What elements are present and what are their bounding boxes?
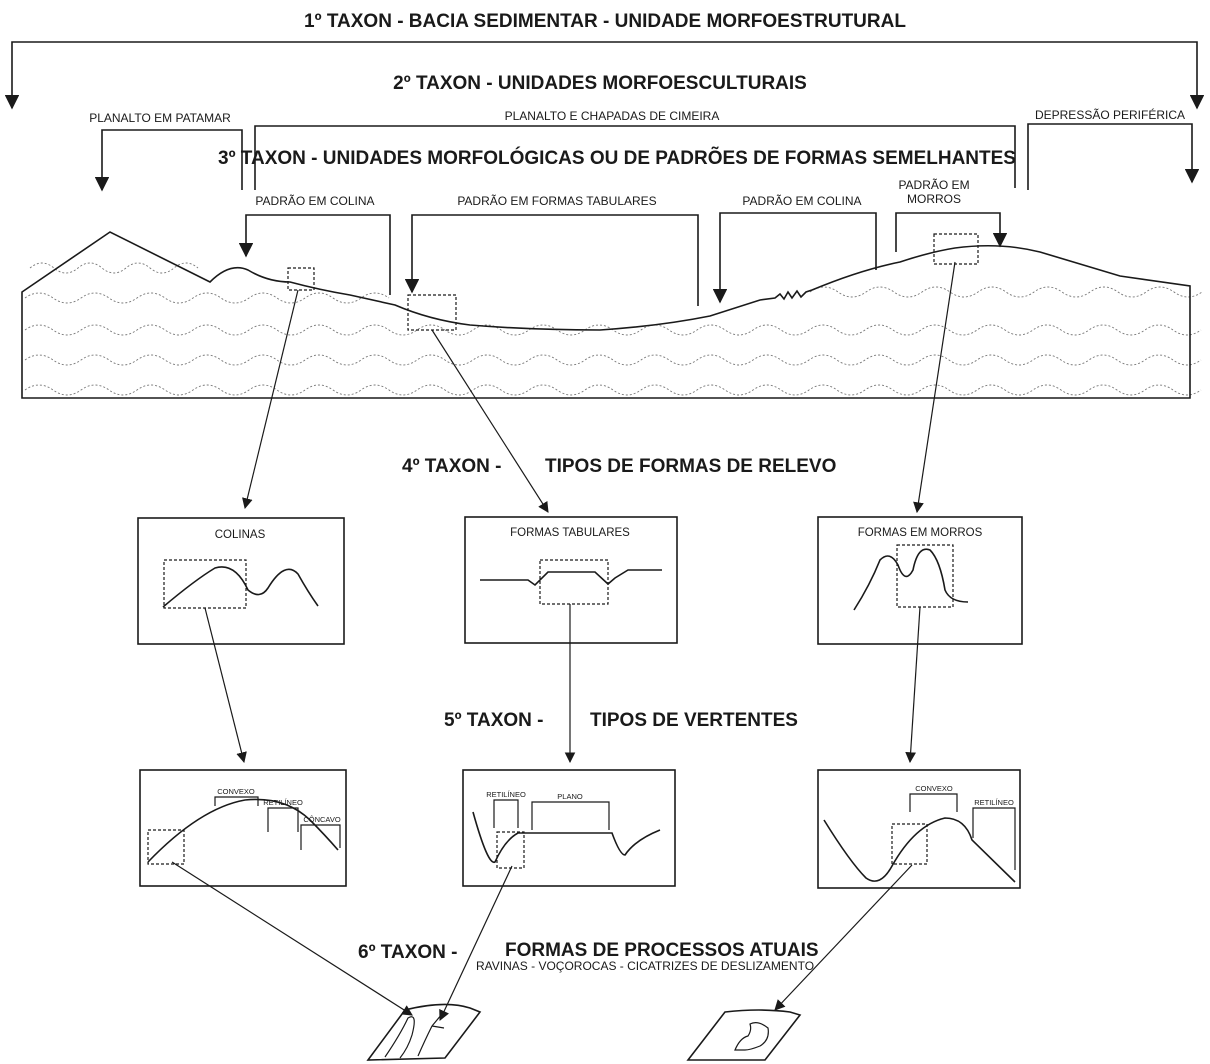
vertente-retilineo-right-label: RETILÍNEO <box>974 798 1014 807</box>
level4-box-colinas: COLINAS <box>137 517 345 645</box>
vertente-retilineo-mid-label: RETILÍNEO <box>486 790 526 799</box>
level5-box-morros: CONVEXO RETILÍNEO <box>817 769 1021 889</box>
box-colinas-title: COLINAS <box>215 529 266 541</box>
unit-depressao-periferica: DEPRESSÃO PERIFÉRICA <box>1035 107 1185 122</box>
pattern-tabulares: PADRÃO EM FORMAS TABULARES <box>457 194 656 208</box>
zoom-box-morros <box>933 233 979 265</box>
unit-planalto-cimeira: PLANALTO E CHAPADAS DE CIMEIRA <box>505 109 720 123</box>
connector-arrows-4-5 <box>204 604 921 764</box>
pattern-colina-1: PADRÃO EM COLINA <box>255 194 374 208</box>
taxon5-prefix: 5º TAXON - <box>444 710 543 731</box>
box-morros-title: FORMAS EM MORROS <box>858 527 983 539</box>
taxon4-prefix: 4º TAXON - <box>402 456 501 477</box>
zoom-box-colina <box>287 267 315 291</box>
taxon6-prefix: 6º TAXON - <box>358 942 457 963</box>
pattern-morros-line2: MORROS <box>907 192 961 206</box>
taxon1-bracket <box>4 41 1205 110</box>
vertente-convexo-right-label: CONVEXO <box>915 784 953 793</box>
unit-planalto-patamar: PLANALTO EM PATAMAR <box>89 111 231 125</box>
vertente-plano-label: PLANO <box>557 792 583 801</box>
level4-box-tabulares: FORMAS TABULARES <box>464 516 678 644</box>
taxon4-title: TIPOS DE FORMAS DE RELEVO <box>545 456 836 477</box>
level4-box-morros: FORMAS EM MORROS <box>817 516 1023 645</box>
taxon3-label: 3º TAXON - UNIDADES MORFOLÓGICAS OU DE P… <box>218 147 1016 169</box>
process-sketch-ravina <box>366 1003 482 1061</box>
taxon2-label: 2º TAXON - UNIDADES MORFOESCULTURAIS <box>393 73 807 94</box>
taxon3-brackets <box>238 212 1008 306</box>
cross-section <box>21 231 1203 399</box>
taxon6-title: FORMAS DE PROCESSOS ATUAIS <box>505 940 819 961</box>
process-sketch-cicatriz <box>686 1009 802 1061</box>
vertente-retilineo-label: RETILÍNEO <box>263 798 303 807</box>
taxon2-brackets <box>94 123 1200 192</box>
level5-box-tabulares: RETILÍNEO PLANO <box>462 769 676 887</box>
vertente-convexo-label: CONVEXO <box>217 787 255 796</box>
level5-box-colinas: CONVEXO RETILÍNEO CÔNCAVO <box>139 769 347 887</box>
connector-arrows <box>242 261 956 514</box>
pattern-colina-2: PADRÃO EM COLINA <box>742 194 861 208</box>
taxon1-label: 1º TAXON - BACIA SEDIMENTAR - UNIDADE MO… <box>304 11 906 32</box>
terrain-profile <box>21 231 1191 399</box>
taxon5-title: TIPOS DE VERTENTES <box>590 710 798 731</box>
box-tabulares-title: FORMAS TABULARES <box>510 527 630 539</box>
taxon6-subtitle: RAVINAS - VOÇOROCAS - CICATRIZES DE DESL… <box>476 959 814 973</box>
pattern-morros-line1: PADRÃO EM <box>898 178 969 192</box>
vertente-concavo-label: CÔNCAVO <box>303 815 341 824</box>
connector-arrows-5-6 <box>171 861 913 1021</box>
